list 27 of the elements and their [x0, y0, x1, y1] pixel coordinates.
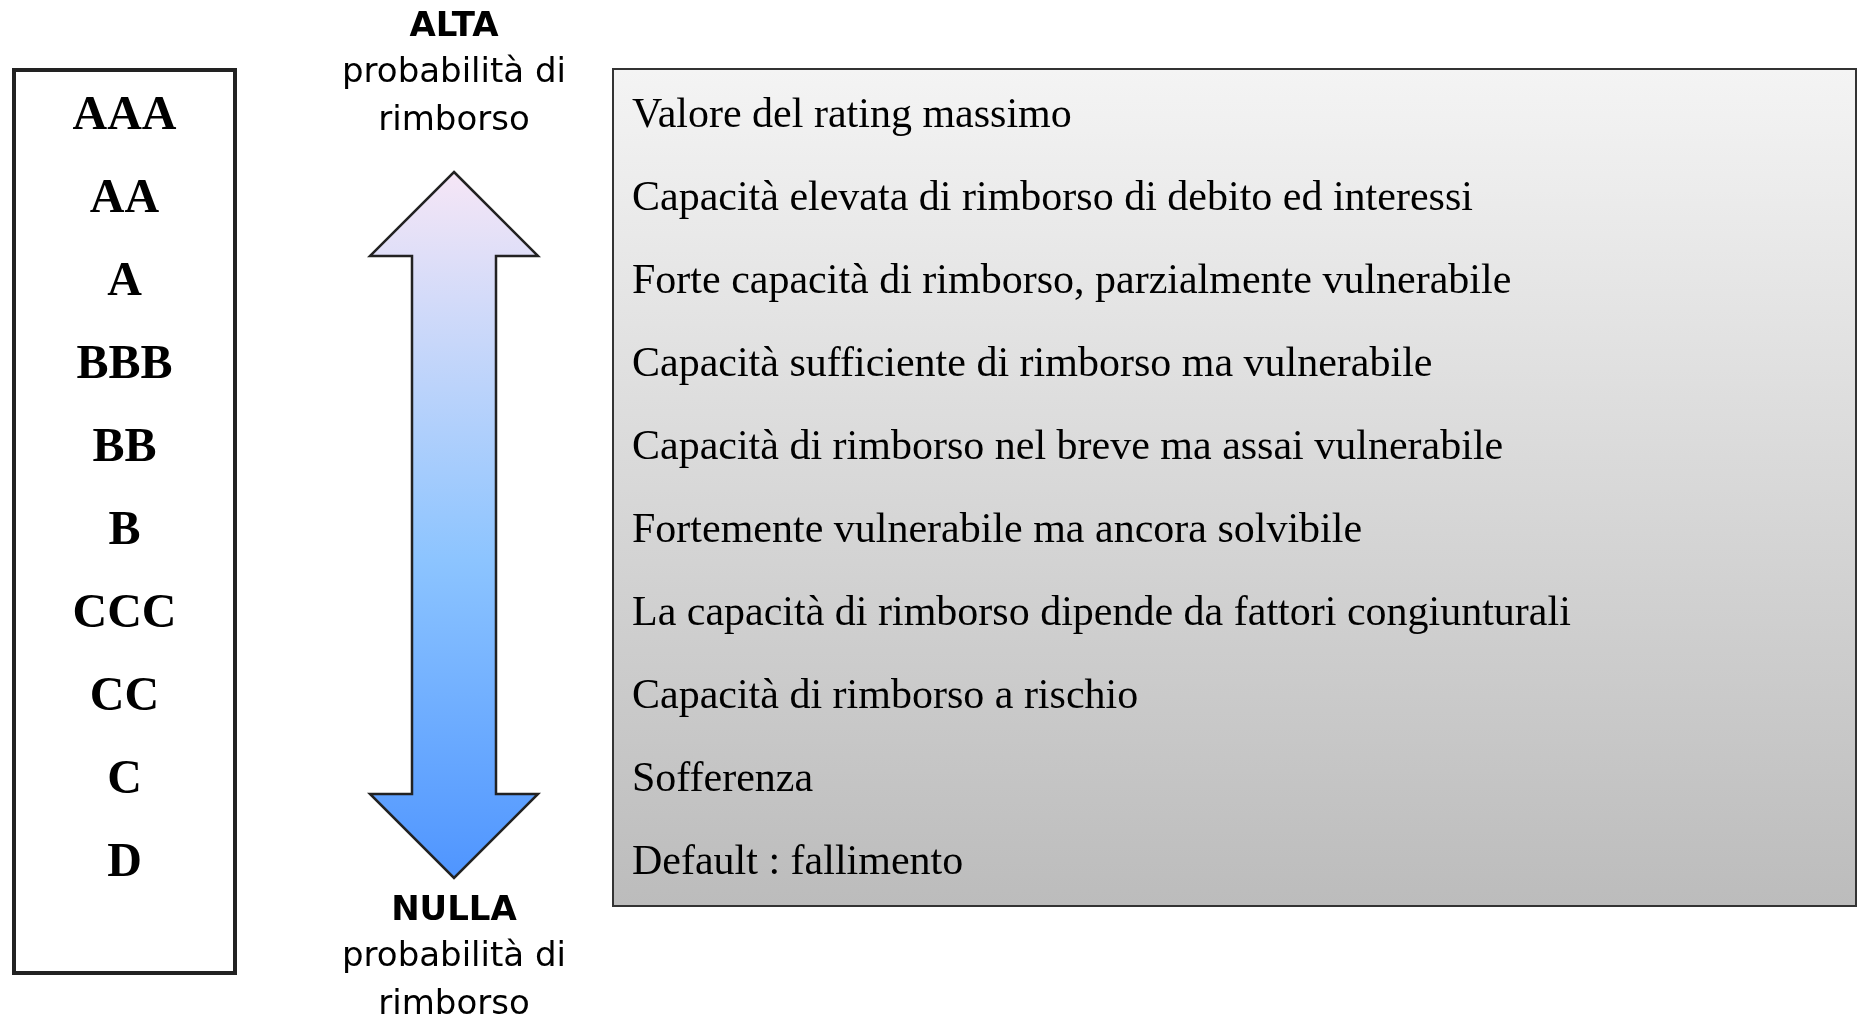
rating-description: Forte capacità di rimborso, parzialmente vulnerabile	[632, 255, 1512, 303]
probability-caption: probabilità di rimborso	[341, 933, 567, 1024]
rating-grade: C	[107, 751, 142, 804]
probability-level: NULLA	[391, 887, 517, 930]
rating-scale-box	[12, 68, 237, 975]
rating-description: Valore del rating massimo	[632, 89, 1072, 137]
rating-description: Capacità elevata di rimborso di debito ed interessi	[632, 172, 1473, 220]
rating-grade: CCC	[72, 585, 177, 638]
probability-level: ALTA	[409, 3, 499, 46]
rating-grade: AA	[89, 170, 160, 223]
rating-grade: BB	[92, 419, 157, 472]
rating-grade: AAA	[72, 87, 177, 140]
probability-caption: probabilità di rimborso	[341, 49, 567, 140]
rating-description: Sofferenza	[632, 753, 814, 801]
rating-description: Fortemente vulnerabile ma ancora solvibile	[632, 504, 1363, 552]
rating-grade: B	[108, 502, 141, 555]
rating-grade: BBB	[76, 336, 173, 389]
double-arrow	[367, 170, 541, 880]
rating-grade: CC	[89, 668, 160, 721]
rating-grade: D	[107, 834, 142, 887]
rating-description: Capacità di rimborso nel breve ma assai vulnerabile	[632, 421, 1504, 469]
rating-description: Capacità di rimborso a rischio	[632, 670, 1139, 718]
rating-description: La capacità di rimborso dipende da fattori congiunturali	[632, 587, 1571, 635]
rating-description: Default : fallimento	[632, 836, 964, 884]
rating-description: Capacità sufficiente di rimborso ma vulnerabile	[632, 338, 1433, 386]
description-panel	[612, 68, 1857, 907]
rating-grade: A	[107, 253, 142, 306]
